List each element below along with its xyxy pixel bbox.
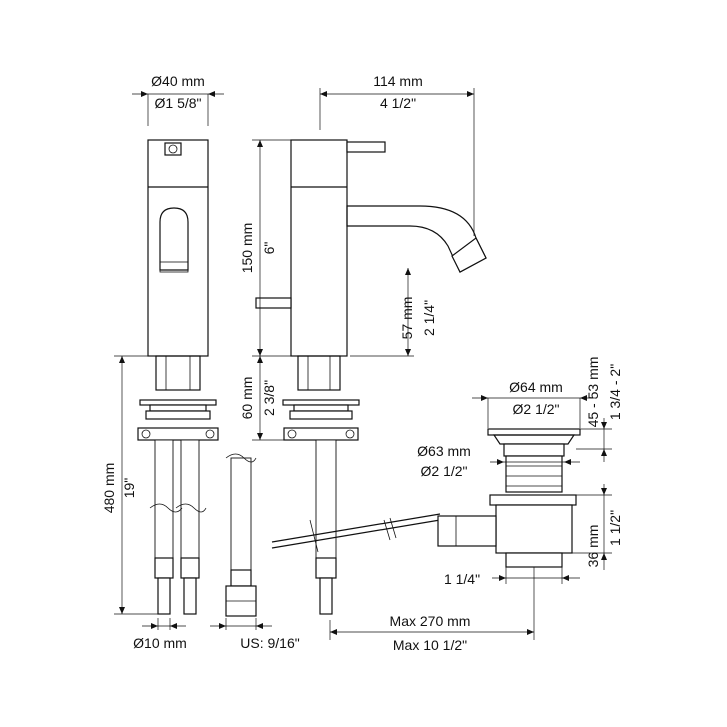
label-drain-body-in: 1 1/2": [607, 510, 623, 546]
label-drain-flange-in: Ø2 1/2": [421, 463, 468, 479]
faucet-body-front: [147, 139, 209, 357]
dimension-labels: Ø40 mm Ø1 5/8" 114 mm 4 1/2" 150 mm 6" 5…: [101, 73, 623, 653]
label-drain-body-mm: 36 mm: [585, 525, 601, 568]
label-spout-height-in: 2 1/4": [421, 300, 437, 336]
hose-front-left: [154, 439, 174, 559]
drain-flange: [503, 443, 565, 457]
label-spout-height-mm: 57 mm: [399, 297, 415, 340]
label-shank-length-in: 2 3/8": [261, 380, 277, 416]
drain-tailpiece: [505, 552, 563, 568]
drain-cap: [487, 428, 581, 436]
hose-detail-fitting: [230, 569, 252, 587]
spout-outlet-front: [159, 207, 189, 271]
label-rod-max-in: Max 10 1/2": [393, 637, 467, 653]
label-spout-reach-in: 4 1/2": [380, 95, 416, 111]
hose-detail: [225, 453, 257, 617]
drain-pivot-body: [495, 504, 573, 554]
label-body-height-mm: 150 mm: [239, 223, 255, 274]
hose-fitting-right: [180, 557, 200, 579]
mounting-shank-side: [297, 355, 341, 391]
label-spout-reach-mm: 114 mm: [373, 73, 423, 89]
label-tailpiece: 1 1/4": [444, 571, 480, 587]
label-hose-length-in: 19": [121, 478, 137, 499]
hose-fitting-left: [154, 557, 174, 579]
drain-nut: [489, 494, 577, 506]
label-body-diameter-mm: Ø40 mm: [151, 73, 205, 89]
drain-threaded-body: [505, 455, 563, 493]
label-drain-flange-mm: Ø63 mm: [417, 443, 471, 459]
pop-up-rod-stub: [255, 297, 292, 309]
drain-pivot-arm: [437, 515, 497, 547]
dimension-lines: [114, 88, 612, 640]
lift-rod: [271, 519, 441, 549]
hose-detail-braid: [230, 457, 252, 571]
aerator-mesh: [159, 261, 189, 273]
mounting-nut-side: [283, 427, 359, 441]
label-hose-diameter: Ø10 mm: [133, 635, 187, 651]
front-view: [137, 139, 219, 615]
washer-plate-front: [139, 399, 217, 406]
label-body-diameter-in: Ø1 5/8": [155, 95, 202, 111]
handle-socket: [164, 142, 182, 156]
side-view: [255, 139, 487, 615]
faucet-body-side: [290, 139, 348, 357]
label-rod-max-mm: Max 270 mm: [390, 613, 471, 629]
label-drain-cap-mm: Ø64 mm: [509, 379, 563, 395]
hose-front-right: [180, 439, 200, 559]
label-shank-length-mm: 60 mm: [239, 377, 255, 420]
label-hose-thread: US: 9/16": [240, 635, 299, 651]
lever-handle: [346, 141, 386, 153]
label-body-height-in: 6": [261, 242, 277, 255]
mounting-nut-front: [137, 427, 219, 441]
handle-screw: [168, 144, 178, 154]
label-hose-length-mm: 480 mm: [101, 463, 117, 514]
mounting-shank-front: [155, 355, 201, 391]
label-drain-height-in: 1 3/4 - 2": [607, 364, 623, 420]
label-drain-height-mm: 45 - 53 mm: [585, 357, 601, 428]
label-drain-cap-in: Ø2 1/2": [513, 401, 560, 417]
